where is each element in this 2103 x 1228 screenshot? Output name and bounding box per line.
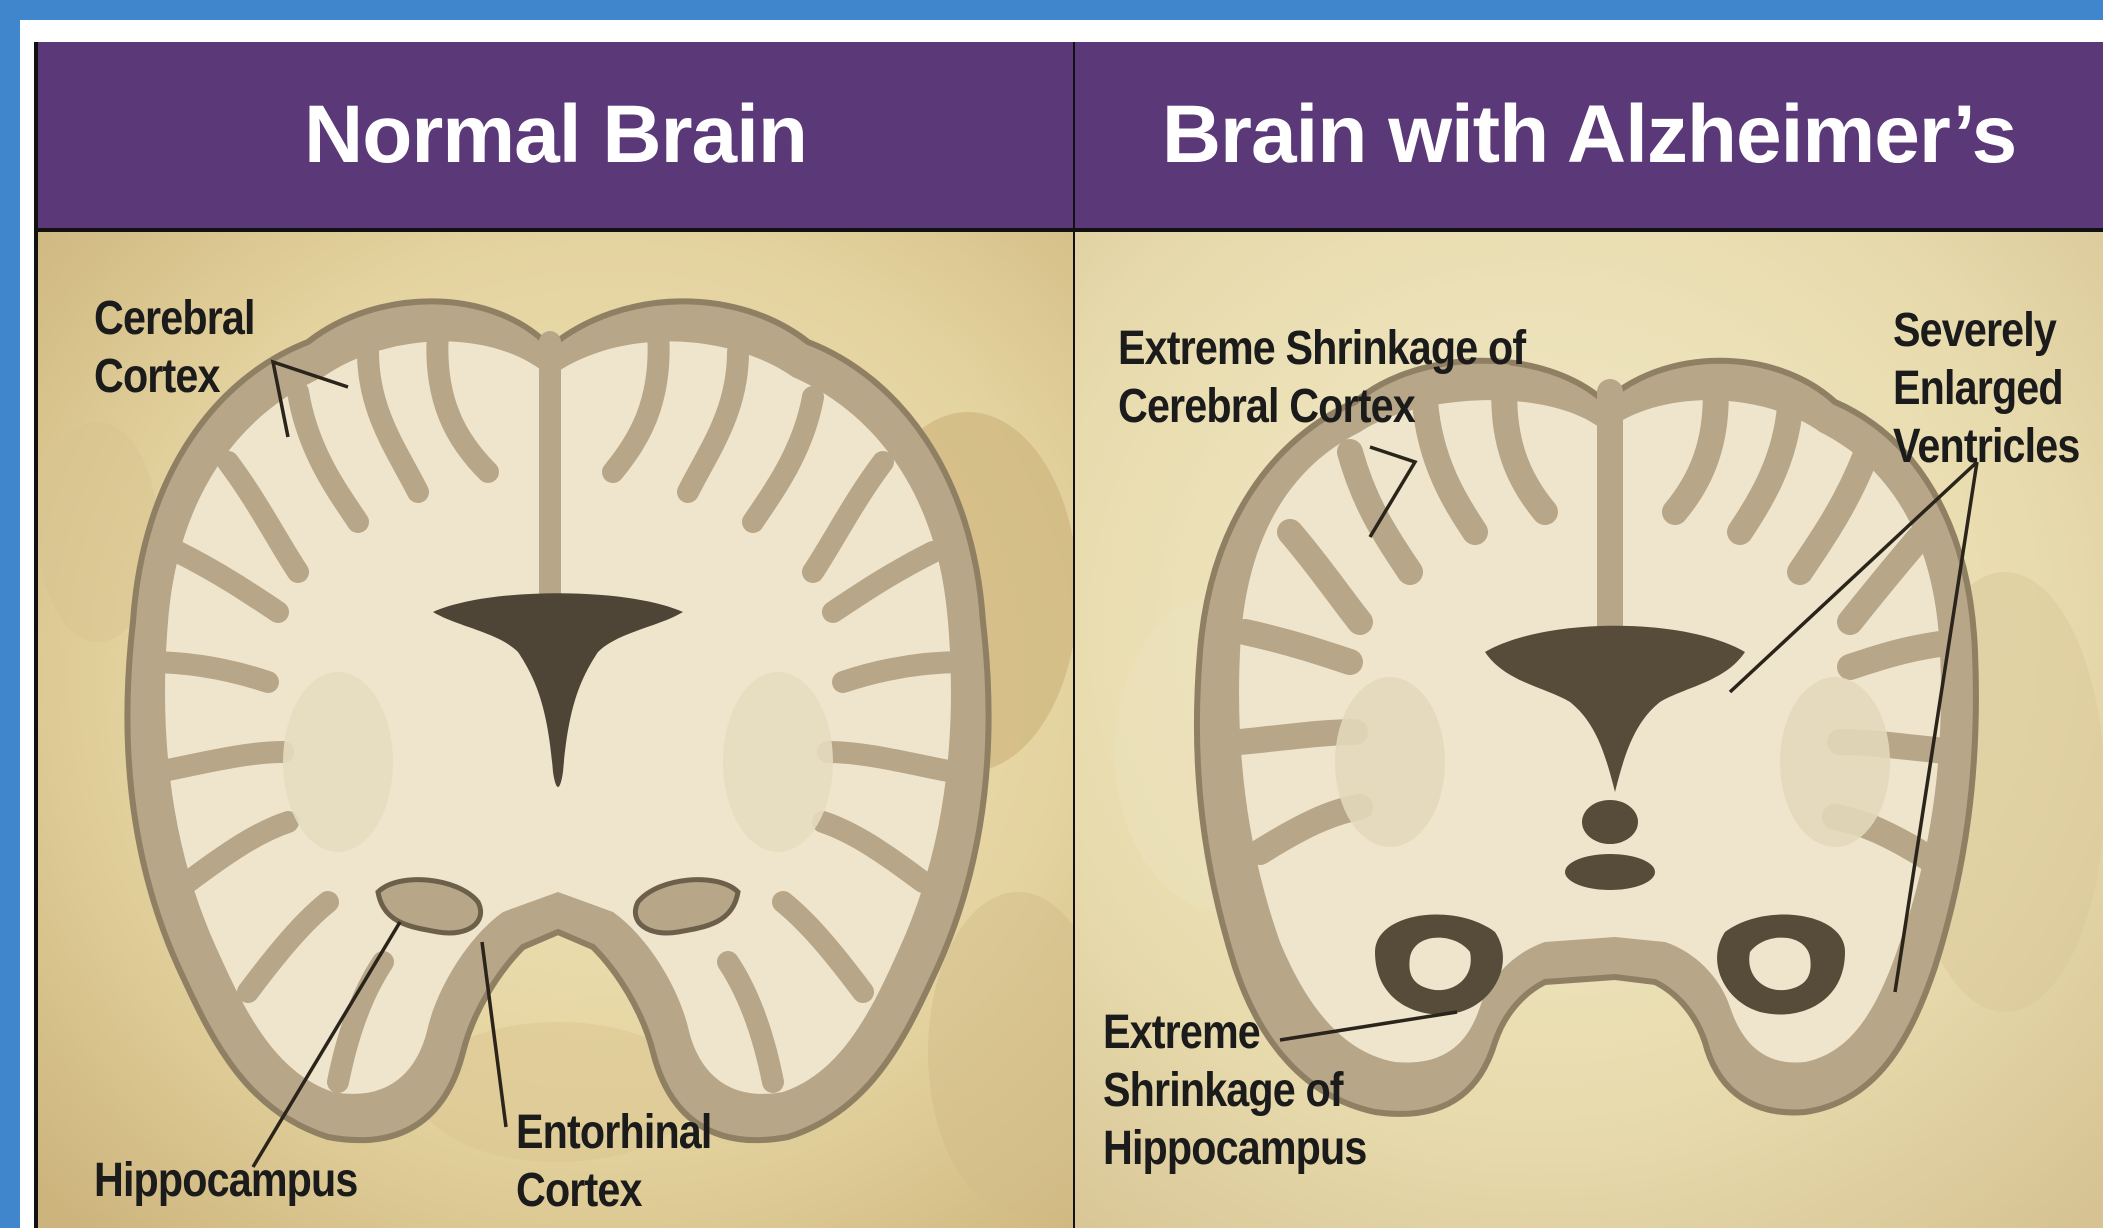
label-cortex-shrinkage: Extreme Shrinkage of Cerebral Cortex (1118, 320, 1525, 436)
alzheimers-brain-panel: Extreme Shrinkage of Cerebral Cortex Sev… (1075, 232, 2103, 1228)
alzheimers-brain-title: Brain with Alzheimer’s (1075, 42, 2103, 228)
normal-brain-header: Normal Brain (38, 42, 1073, 228)
label-enlarged-ventricles: Severely Enlarged Ventricles (1893, 302, 2079, 476)
label-cerebral-cortex: Cerebral Cortex (94, 290, 255, 406)
label-hippocampus: Hippocampus (94, 1152, 357, 1210)
normal-brain-panel: Cerebral Cortex Hippocampus Entorhinal C… (38, 232, 1073, 1228)
figure: Normal Brain Brain with Alzheimer’s (34, 42, 2103, 1228)
label-hippocampus-shrinkage: Extreme Shrinkage of Hippocampus (1103, 1004, 1366, 1178)
label-entorhinal-cortex: Entorhinal Cortex (516, 1104, 712, 1220)
normal-brain-title: Normal Brain (38, 42, 1073, 228)
outer-frame: Normal Brain Brain with Alzheimer’s (20, 20, 2103, 1228)
alzheimers-brain-header: Brain with Alzheimer’s (1075, 42, 2103, 228)
